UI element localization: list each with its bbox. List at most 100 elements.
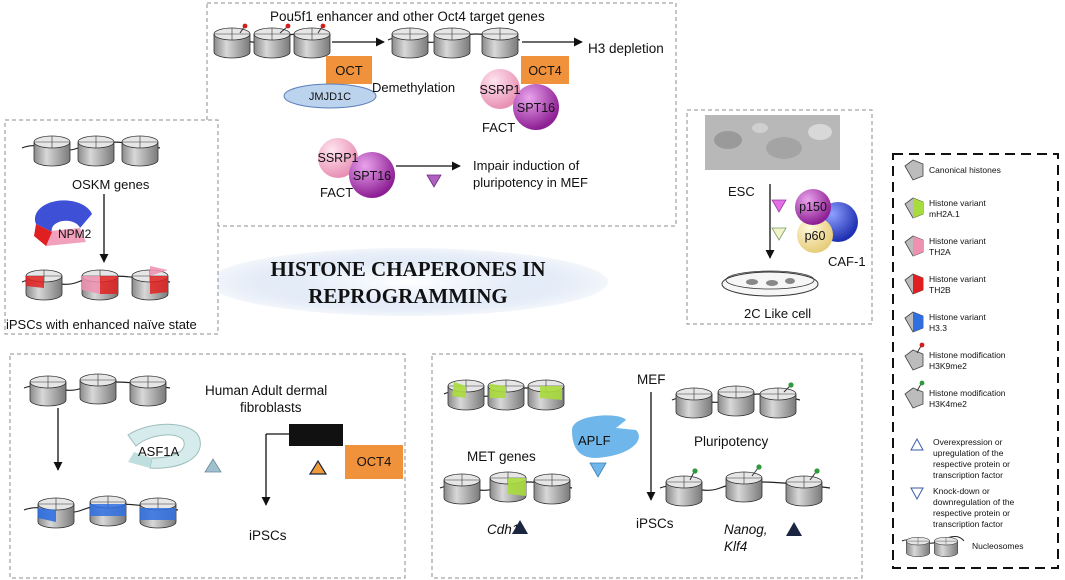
- legend-sublabel-h3k9me2: H3K9me2: [929, 361, 967, 371]
- aplf-label: APLF: [578, 433, 611, 448]
- legend-over-1: Overexpression or: [933, 437, 1003, 447]
- title-block: HISTONE CHAPERONES IN REPROGRAMMING: [208, 248, 608, 316]
- knockdown-triangle-esc-2: [771, 227, 787, 241]
- legend-icon-h33: [904, 311, 924, 333]
- spt16-sphere: [513, 84, 559, 130]
- esc-panel: ESC p150 p60 CAF-1 2C Like cell: [686, 109, 873, 325]
- nucleosome-row-bottom-left-result: [37, 495, 177, 529]
- spt16-label: SPT16: [517, 101, 555, 115]
- legend-knockdown-triangle: [910, 487, 924, 501]
- ssrp1-sphere: [480, 69, 520, 109]
- source-line-2: fibroblasts: [240, 400, 302, 415]
- oct-label: OCT: [335, 63, 363, 78]
- oct4-label-top: OCT4: [528, 64, 561, 78]
- aplf-protein: APLF: [572, 415, 639, 458]
- legend-kd-1: Knock-down or: [933, 486, 990, 496]
- legend-icon-h3k4me2: [904, 380, 925, 409]
- legend-sublabel-mh2a1: mH2A.1: [929, 209, 960, 219]
- pluripotency-label: Pluripotency: [694, 434, 769, 449]
- npm2-label: NPM2: [58, 227, 92, 241]
- top-panel: Pou5f1 enhancer and other Oct4 target ge…: [206, 2, 677, 227]
- title-line-1: HISTONE CHAPERONES IN: [270, 257, 545, 281]
- knockdown-triangle-aplf: [589, 462, 607, 478]
- met-genes-label: MET genes: [467, 449, 536, 464]
- cdh1-label: Cdh1: [487, 522, 519, 537]
- legend-label-th2b: Histone variant: [929, 274, 986, 284]
- bottom-mid-panel: MET genes Cdh1 APLF MEF iPSCs Pluripoten…: [431, 353, 863, 579]
- legend-icon-mh2a1: [904, 197, 924, 219]
- legend-over-4: transcription factor: [933, 470, 1003, 480]
- legend-sublabel-th2a: TH2A: [929, 247, 951, 257]
- gdf9-label: GDF9: [300, 428, 332, 442]
- legend-icon-h3k9me2: [904, 342, 925, 371]
- p150-label: p150: [799, 200, 827, 214]
- legend-label-h3k9me2: Histone modification: [929, 350, 1006, 360]
- spt16-label-b: SPT16: [353, 169, 391, 183]
- naive-state-label: iPSCs with enhanced naïve state: [6, 317, 197, 332]
- legend-over-3: respective protein or: [933, 459, 1010, 469]
- nucleosome-row-left-result: [25, 266, 169, 301]
- legend-kd-4: transcription factor: [933, 519, 1003, 529]
- legend-nucleosomes-label: Nucleosomes: [972, 541, 1024, 551]
- mef-label: MEF: [637, 372, 666, 387]
- esc-label: ESC: [728, 184, 755, 199]
- oskm-label: OSKM genes: [72, 177, 150, 192]
- legend-nucleosomes-icon: [901, 536, 965, 557]
- nucleosome-row-pluri-top: [675, 382, 797, 419]
- oct-box: [326, 56, 372, 84]
- legend-over-2: upregulation of the: [933, 448, 1004, 458]
- title-line-2: REPROGRAMMING: [308, 284, 507, 308]
- legend-kd-2: downregulation of the: [933, 497, 1015, 507]
- source-line-1: Human Adult dermal: [205, 383, 327, 398]
- 2c-like-label: 2C Like cell: [744, 306, 811, 321]
- nucleosome-row-met-top: [447, 379, 565, 411]
- bottom-left-panel: ASF1A Human Adult dermal fibroblasts GDF…: [9, 353, 406, 579]
- oct4-box-bottom: [345, 445, 403, 479]
- overexpression-triangle-cdh1: [512, 520, 528, 534]
- top-heading: Pou5f1 enhancer and other Oct4 target ge…: [270, 9, 545, 24]
- knockdown-triangle-top: [426, 174, 442, 188]
- legend-label-th2a: Histone variant: [929, 236, 986, 246]
- overexpression-triangle-gdf9: [308, 459, 328, 475]
- demethylation-label: Demethylation: [372, 80, 455, 95]
- nanog-line-1: Nanog,: [724, 522, 768, 537]
- nucleosome-row-pluri-bottom: [665, 464, 823, 507]
- asf1a-protein: ASF1A: [127, 423, 201, 469]
- ipscs-label-bottom-mid: iPSCs: [636, 516, 674, 531]
- nucleosome-row-top-right: [391, 27, 519, 59]
- caf1-label: CAF-1: [828, 254, 866, 269]
- npm2-protein: NPM2: [34, 200, 92, 246]
- petri-dish: [721, 270, 819, 297]
- ipscs-label-bottom-left: iPSCs: [249, 528, 287, 543]
- legend-label-h33: Histone variant: [929, 312, 986, 322]
- ssrp1-label-b: SSRP1: [318, 151, 359, 165]
- gdf9-box: [289, 424, 343, 446]
- ssrp1-label: SSRP1: [480, 83, 521, 97]
- legend-sublabel-h3k4me2: H3K4me2: [929, 399, 967, 409]
- p60-label: p60: [805, 229, 826, 243]
- legend-label-mh2a1: Histone variant: [929, 198, 986, 208]
- legend-sublabel-h33: H3.3: [929, 323, 947, 333]
- fact-label: FACT: [482, 120, 515, 135]
- overexpression-triangle-nanog: [786, 522, 802, 536]
- h3-depletion-label: H3 depletion: [588, 41, 664, 56]
- spt16-sphere-b: [349, 152, 395, 198]
- jmjd1c-label: JMJD1C: [309, 91, 351, 103]
- fact-label-b: FACT: [320, 185, 353, 200]
- oct4-box-top: [521, 56, 569, 84]
- impair-line-2: pluripotency in MEF: [473, 175, 588, 190]
- legend-icon-th2b: [904, 273, 924, 295]
- nucleosome-row-met-bottom: [443, 471, 571, 505]
- p60-sphere: [797, 217, 833, 253]
- nucleosome-row-top-left: [213, 23, 331, 59]
- impair-line-1: Impair induction of: [473, 158, 580, 173]
- nanog-line-2: Klf4: [724, 539, 747, 554]
- left-panel: OSKM genes NPM2 iPSCs with enhanced naïv…: [4, 119, 219, 335]
- knockdown-triangle-esc-1: [771, 199, 787, 213]
- legend-sublabel-th2b: TH2B: [929, 285, 951, 295]
- legend-kd-3: respective protein or: [933, 508, 1010, 518]
- legend-label-h3k4me2: Histone modification: [929, 388, 1006, 398]
- p150-sphere: [795, 189, 831, 225]
